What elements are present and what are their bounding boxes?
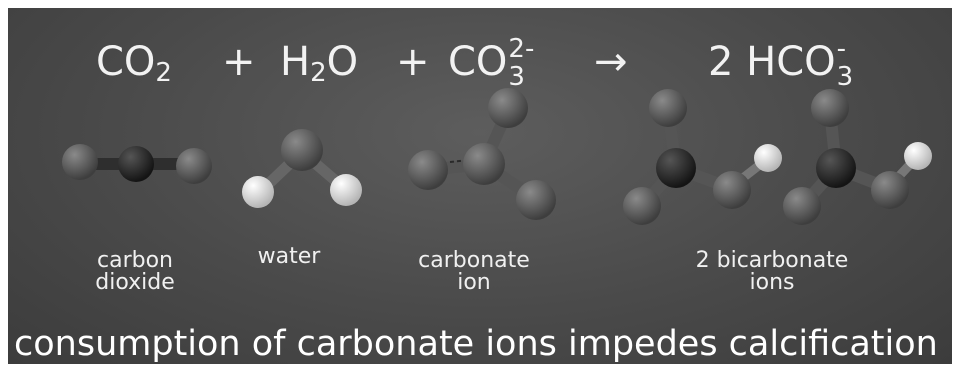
formula-h2o: H2O <box>280 39 359 88</box>
formula-bicarbonate: 2 HCO-3 <box>708 34 854 92</box>
water-molecule <box>242 129 362 208</box>
carbon-dioxide-molecule <box>62 144 212 184</box>
plus-sign-2: + <box>396 39 430 85</box>
reaction-arrow: → <box>594 39 628 85</box>
label-water: water <box>257 244 321 269</box>
label-bicarbonate-ions: 2 bicarbonate ions <box>695 248 849 295</box>
bicarbonate-molecule-1 <box>623 89 782 225</box>
caption: consumption of carbonate ions impedes ca… <box>14 324 938 364</box>
carbonate-ion-molecule <box>408 88 556 220</box>
label-carbonate-ion: carbonate ion <box>418 248 530 295</box>
molecule-models <box>62 88 932 225</box>
formula-co2: CO2 <box>96 39 172 88</box>
bicarbonate-molecule-2 <box>783 89 932 225</box>
plus-sign-1: + <box>222 39 256 85</box>
label-carbon-dioxide: carbon dioxide <box>95 248 175 295</box>
